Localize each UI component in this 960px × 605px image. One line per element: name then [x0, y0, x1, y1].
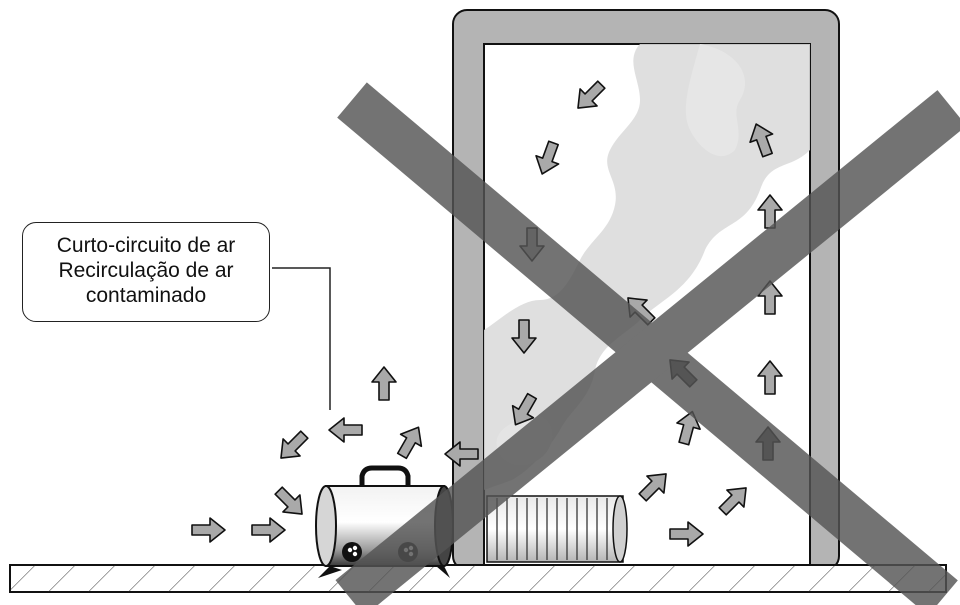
airflow-arrow-icon	[669, 521, 704, 547]
airflow-arrow-icon	[328, 417, 363, 443]
airflow-arrow-icon	[191, 517, 226, 543]
cross-mark-icon	[335, 82, 960, 605]
airflow-arrow-icon	[274, 486, 303, 515]
airflow-arrow-icon	[280, 430, 309, 459]
airflow-arrow-icon	[511, 392, 538, 426]
airflow-arrow-icon	[638, 473, 667, 502]
callout-line-1: Curto-circuito de ar	[56, 234, 236, 257]
airflow-arrow-icon	[577, 80, 606, 109]
callout-line-2: Recirculação de ar	[58, 259, 234, 282]
airflow-arrow-icon	[718, 487, 747, 516]
airflow-arrow-icon	[535, 140, 560, 175]
airflow-arrow-icon	[396, 426, 423, 460]
airflow-arrow-icon	[676, 410, 701, 446]
callout-line-3: contaminado	[85, 284, 207, 307]
airflow-arrow-icon	[511, 319, 537, 354]
callout-leader-line	[272, 267, 331, 410]
floor-slab	[9, 564, 947, 593]
airflow-arrow-icon	[371, 366, 397, 401]
airflow-arrow-icon	[444, 441, 479, 467]
airflow-arrow-icon	[251, 517, 286, 543]
callout-box: Curto-circuito de ar Recirculação de ar …	[22, 222, 270, 322]
flexible-duct-icon	[486, 495, 628, 563]
airflow-arrow-icon	[749, 123, 774, 158]
airflow-arrow-icon	[757, 360, 783, 395]
